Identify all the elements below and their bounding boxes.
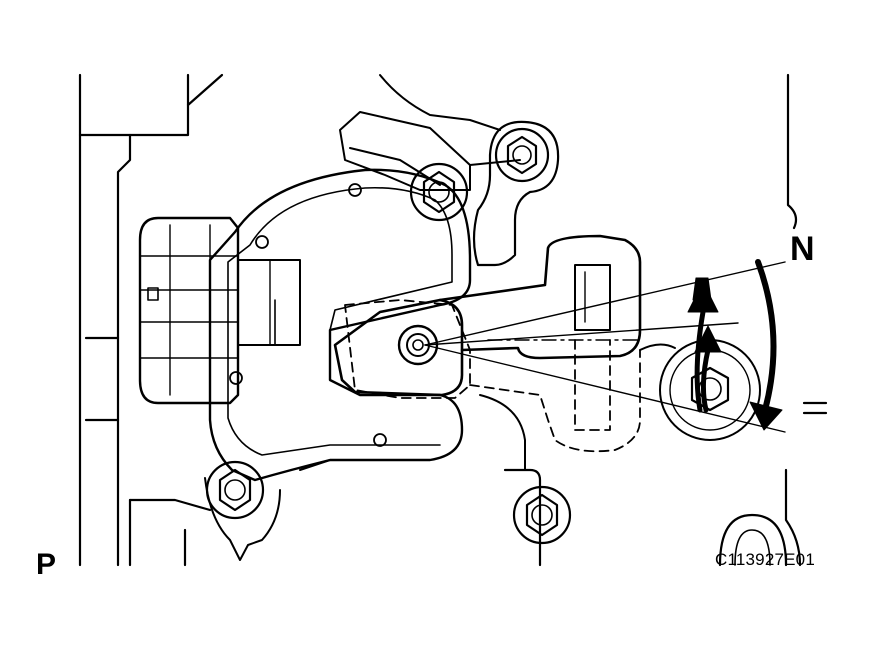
transmission-case-outline — [78, 73, 224, 567]
switch-housing-inner — [227, 186, 453, 456]
upper-bracket — [339, 74, 521, 191]
lever-slot — [574, 264, 611, 331]
bolt-boss-top-right — [472, 120, 560, 267]
lower-lug — [204, 477, 281, 561]
lever-alternate-position — [344, 299, 641, 453]
bolt-bottom-center — [503, 468, 572, 567]
bolt-bottom-left — [205, 460, 265, 520]
manual-shaft-lever — [333, 298, 464, 397]
housing-holes — [229, 183, 387, 447]
adjust-arrows — [687, 259, 783, 431]
figure-code-label: C113927E01 — [715, 550, 815, 569]
electrical-connector — [138, 216, 301, 405]
lever-arm — [438, 234, 642, 360]
manual-shaft-outer — [397, 324, 439, 366]
switch-housing-plate — [208, 168, 472, 482]
bolt-top-right — [494, 127, 550, 183]
neutral-angle-lines — [424, 261, 786, 433]
bolt-top-left — [409, 162, 469, 222]
neutral-position-label: N — [790, 230, 815, 268]
bolt-bottom-right-partial — [718, 513, 788, 567]
park-position-label: P — [36, 548, 57, 581]
case-detail-lines — [299, 343, 676, 471]
bolt-right — [659, 339, 761, 441]
right-case-edge — [784, 73, 828, 567]
manual-shaft-core — [412, 339, 424, 351]
